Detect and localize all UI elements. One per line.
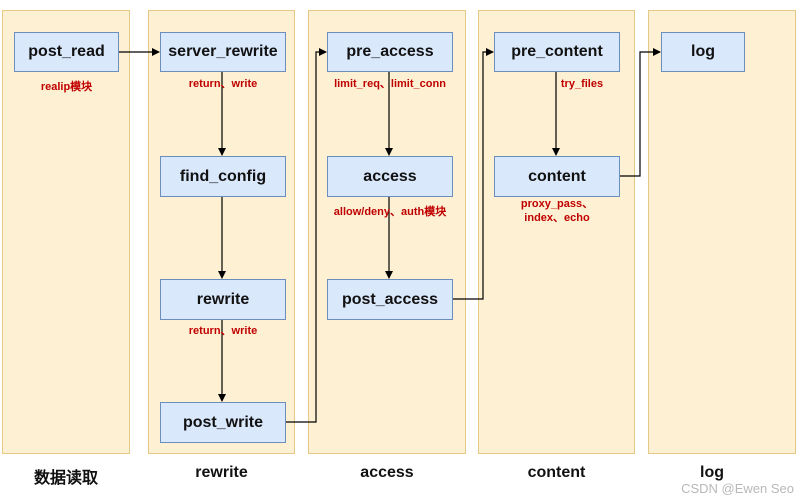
column-label-data-read: 数据读取 (33, 470, 98, 487)
annotation-pre-content: try_files (560, 78, 604, 90)
node-access: access (327, 156, 453, 197)
annotation-rewrite: return、write (188, 325, 258, 337)
annotation-server-rewrite: return、write (188, 78, 258, 90)
node-rewrite: rewrite (160, 279, 286, 320)
annotation-pre-access: limit_req、limit_conn (334, 78, 446, 90)
column-label-content: content (527, 464, 586, 481)
node-post-access: post_access (327, 279, 453, 320)
node-find-config: find_config (160, 156, 286, 197)
annotation-post-read: realip模块 (40, 81, 93, 93)
node-post-read: post_read (14, 32, 119, 72)
column-data-read (2, 10, 130, 454)
arrow-post-access-to-pre-content (452, 48, 494, 300)
node-log: log (661, 32, 745, 72)
column-access (308, 10, 466, 454)
annotation-access: allow/deny、auth模块 (333, 206, 447, 218)
annotation-content-line2: index、echo (524, 212, 590, 224)
node-server-rewrite: server_rewrite (160, 32, 286, 72)
arrow-post-write-to-pre-access (286, 48, 327, 423)
column-log (648, 10, 796, 454)
annotation-content-line1: proxy_pass、 (520, 198, 594, 210)
node-post-write: post_write (160, 402, 286, 443)
node-content: content (494, 156, 620, 197)
arrow-content-to-log (620, 48, 661, 177)
node-pre-content: pre_content (494, 32, 620, 72)
column-label-log: log (700, 464, 724, 481)
node-pre-access: pre_access (327, 32, 453, 72)
watermark: CSDN @Ewen Seo (681, 481, 794, 496)
column-label-rewrite: rewrite (195, 464, 248, 481)
column-label-access: access (360, 464, 414, 481)
